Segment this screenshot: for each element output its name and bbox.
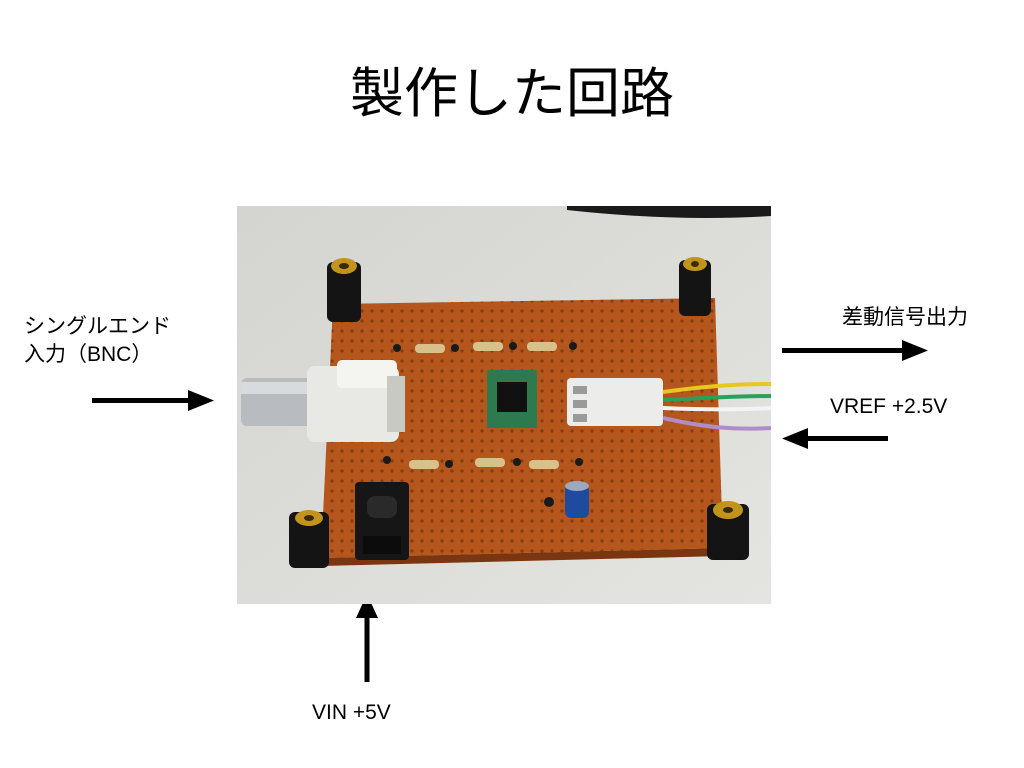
arrow-right-icon (92, 390, 214, 411)
input-label-line1: シングルエンド (24, 315, 171, 338)
slide-title: 製作した回路 (350, 62, 674, 125)
circuit-photo (237, 206, 771, 604)
vref-label: VREF +2.5V (830, 395, 948, 418)
output-label: 差動信号出力 (842, 306, 968, 329)
input-label-line2: 入力（BNC） (24, 343, 153, 366)
arrow-right-icon (782, 340, 928, 361)
vin-label: VIN +5V (312, 701, 391, 724)
arrow-left-icon (782, 428, 888, 449)
arrow-up-icon (356, 594, 378, 682)
